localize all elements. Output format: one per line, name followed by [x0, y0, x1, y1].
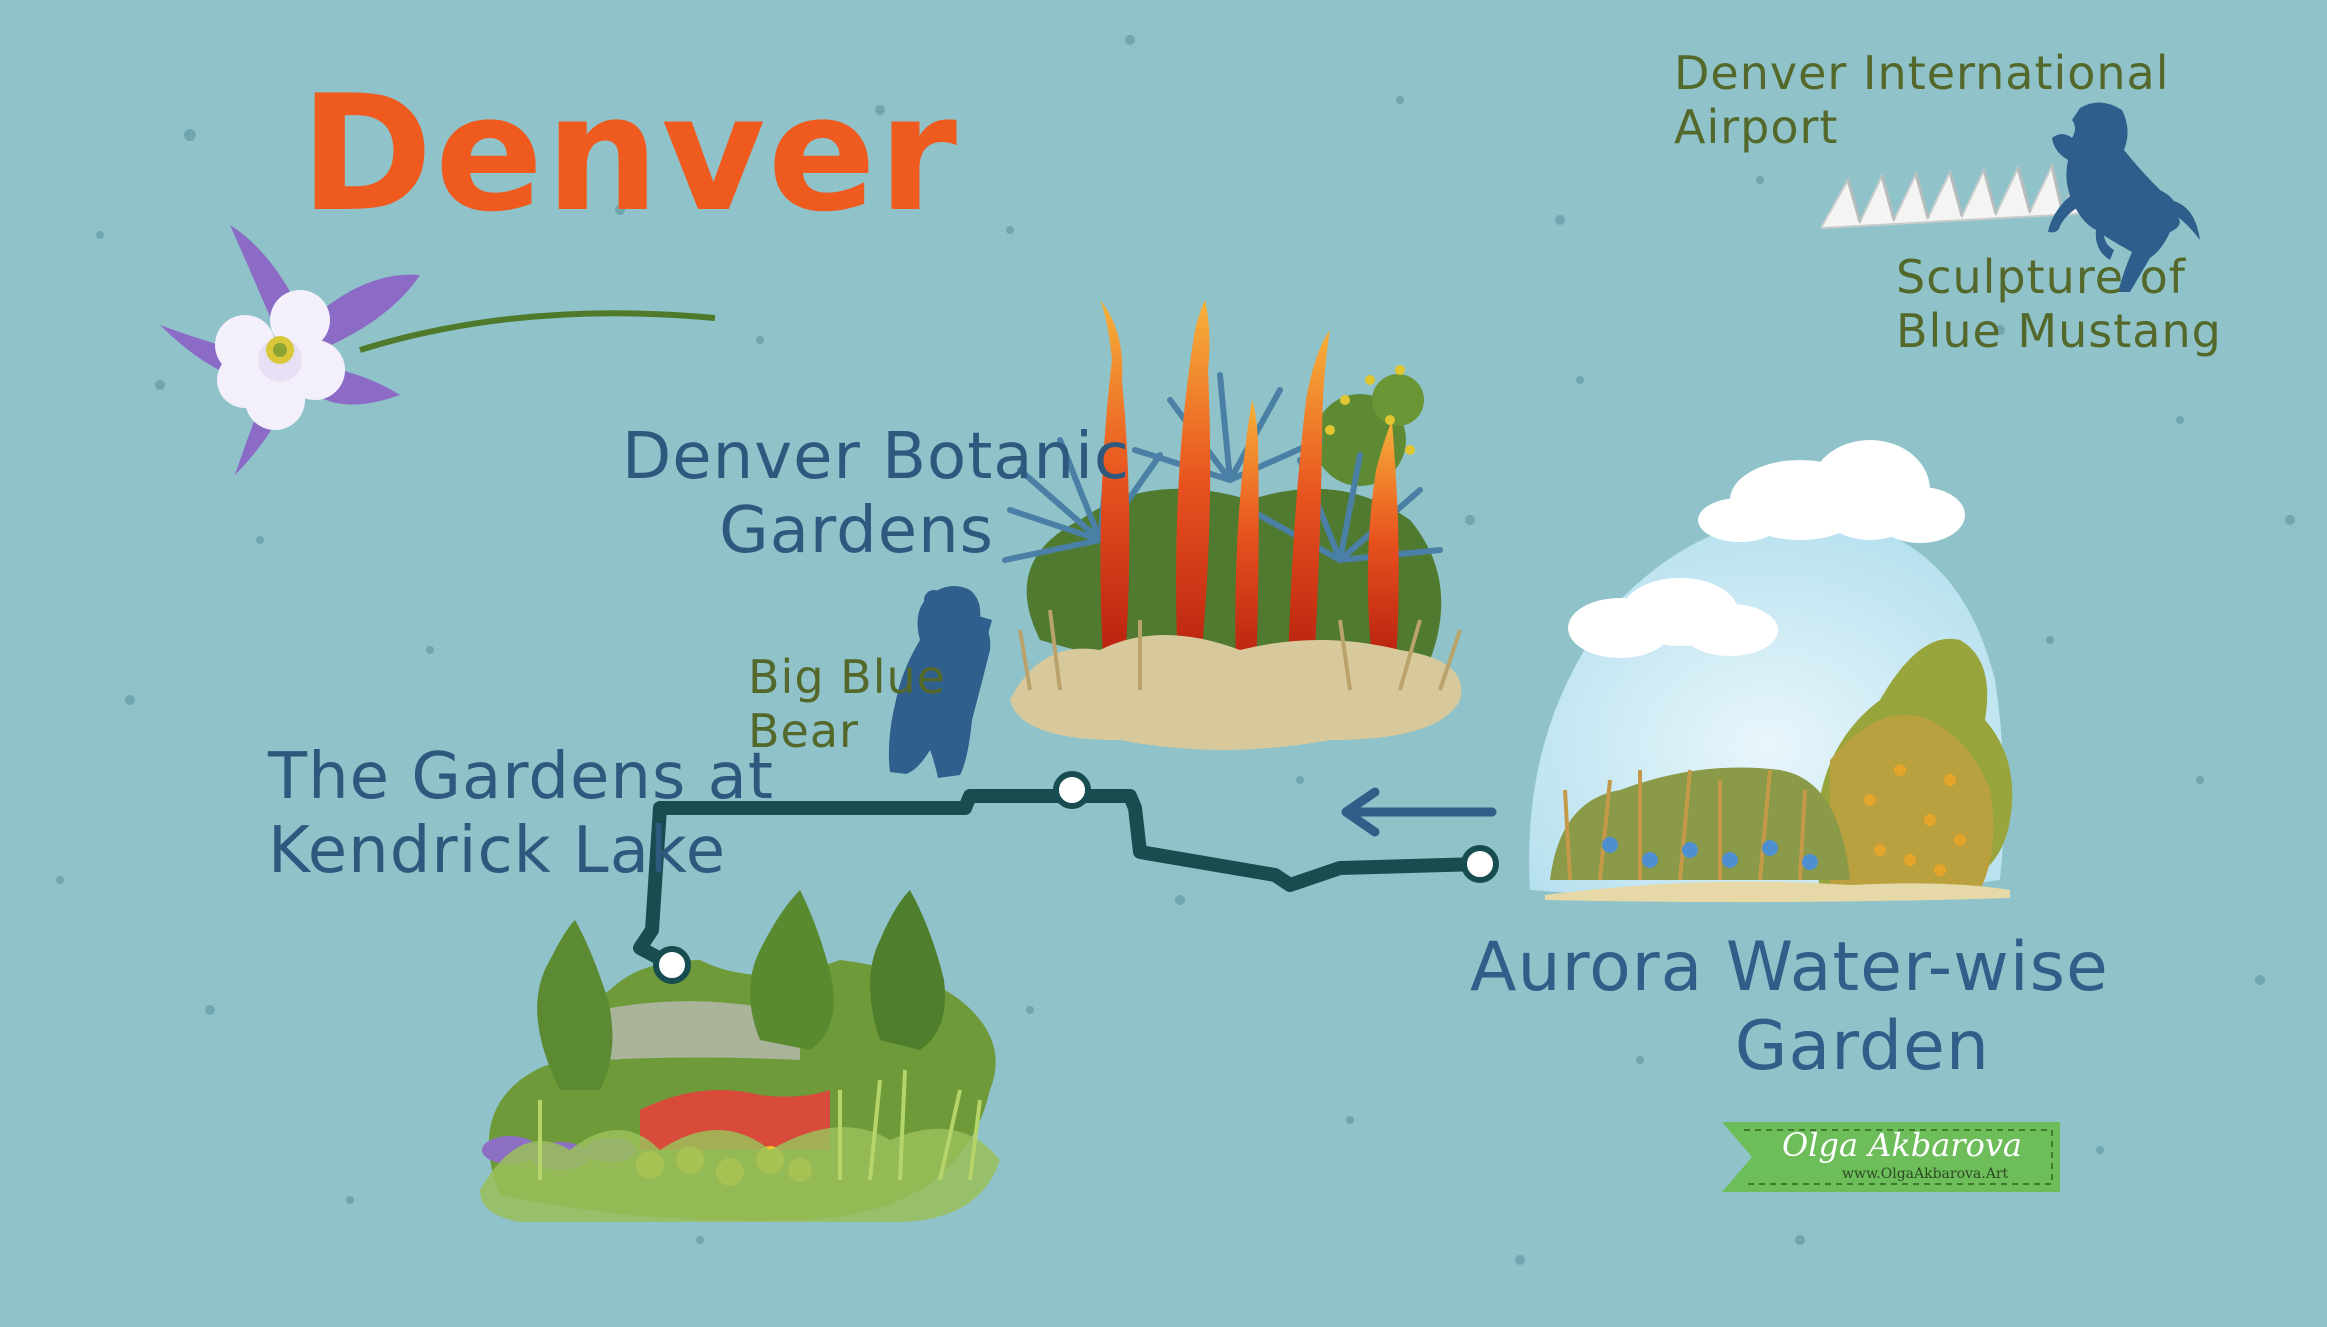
map-title: Denver — [300, 60, 959, 247]
label-line: Big Blue — [748, 650, 946, 704]
route-line — [633, 771, 1499, 984]
label-line: Garden — [1734, 1007, 1990, 1086]
label-line: Denver Botanic — [622, 420, 1131, 494]
label-line: Blue Mustang — [1896, 304, 2222, 358]
label-line: Kendrick Lake — [268, 814, 727, 888]
stop-kendrick[interactable] — [653, 946, 691, 984]
botanic-garden-illustration — [1002, 300, 1462, 750]
artist-url[interactable]: www.OlgaAkbarova.Art — [1842, 1166, 2009, 1182]
label-line: Aurora Water-wise — [1470, 928, 2109, 1007]
label-line: The Gardens at — [268, 740, 774, 814]
aurora-garden-illustration — [1529, 440, 2013, 903]
blue-mustang-icon — [2048, 102, 2200, 292]
background-speckles — [56, 35, 2295, 1265]
label-line: Gardens — [719, 494, 994, 568]
label-line: Sculpture of — [1896, 250, 2186, 304]
label-denver-international-airport: Denver International Airport — [1674, 46, 2170, 154]
label-denver-botanic-gardens: Denver Botanic Gardens — [622, 420, 1131, 568]
cloud-icon — [1568, 440, 1965, 658]
label-line: Denver International — [1674, 46, 2170, 100]
label-line: Airport — [1674, 100, 1839, 154]
columbine-flower-icon — [160, 225, 716, 475]
label-line: Bear — [748, 704, 859, 758]
label-blue-mustang-sculpture: Sculpture of Blue Mustang — [1896, 250, 2222, 358]
stop-botanic[interactable] — [1053, 771, 1091, 809]
artist-name: Olga Akbarova — [1782, 1126, 2022, 1164]
direction-arrow-icon — [1341, 787, 1497, 837]
label-big-blue-bear: Big Blue Bear — [748, 650, 946, 758]
kendrick-garden-illustration — [480, 890, 1000, 1222]
artist-signature-tag: Olga Akbarova www.OlgaAkbarova.Art — [1722, 1118, 2060, 1190]
label-gardens-kendrick-lake: The Gardens at Kendrick Lake — [268, 740, 774, 888]
label-aurora-water-wise-garden: Aurora Water-wise Garden — [1470, 928, 2109, 1086]
artist-ribbon — [1722, 1122, 2060, 1192]
blue-bear-icon — [888, 586, 992, 778]
stop-aurora[interactable] — [1461, 845, 1499, 883]
